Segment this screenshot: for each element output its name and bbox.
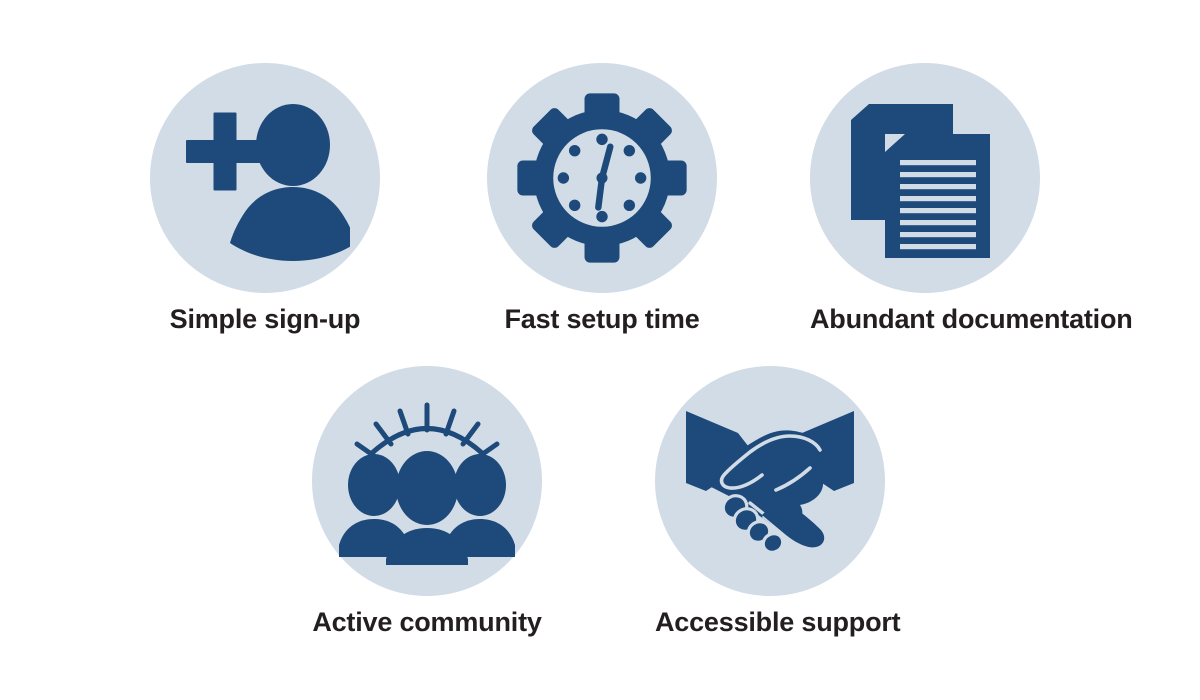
feature-card-active-community[interactable]: Active community: [312, 366, 542, 638]
icon-circle-fast-setup: [487, 63, 717, 293]
icon-circle-accessible-support: [655, 366, 885, 596]
add-user-icon: [186, 104, 350, 261]
feature-card-abundant-docs[interactable]: Abundant documentation: [810, 63, 1133, 335]
handshake-icon: [686, 411, 854, 555]
feature-card-fast-setup[interactable]: Fast setup time: [487, 63, 717, 335]
icon-circle-active-community: [312, 366, 542, 596]
feature-card-simple-signup[interactable]: Simple sign-up: [150, 63, 380, 335]
people-group-icon: [339, 402, 515, 565]
icon-circle-simple-signup: [150, 63, 380, 293]
icon-circle-abundant-docs: [810, 63, 1040, 293]
feature-label-abundant-docs: Abundant documentation: [810, 304, 1133, 334]
feature-label-simple-signup: Simple sign-up: [169, 304, 361, 334]
feature-label-fast-setup: Fast setup time: [504, 304, 700, 334]
feature-label-active-community: Active community: [312, 607, 542, 637]
feature-label-accessible-support: Accessible support: [655, 607, 901, 637]
feature-card-accessible-support[interactable]: Accessible support: [655, 366, 901, 638]
gear-clock-icon: [517, 93, 687, 263]
documents-icon: [851, 104, 990, 258]
